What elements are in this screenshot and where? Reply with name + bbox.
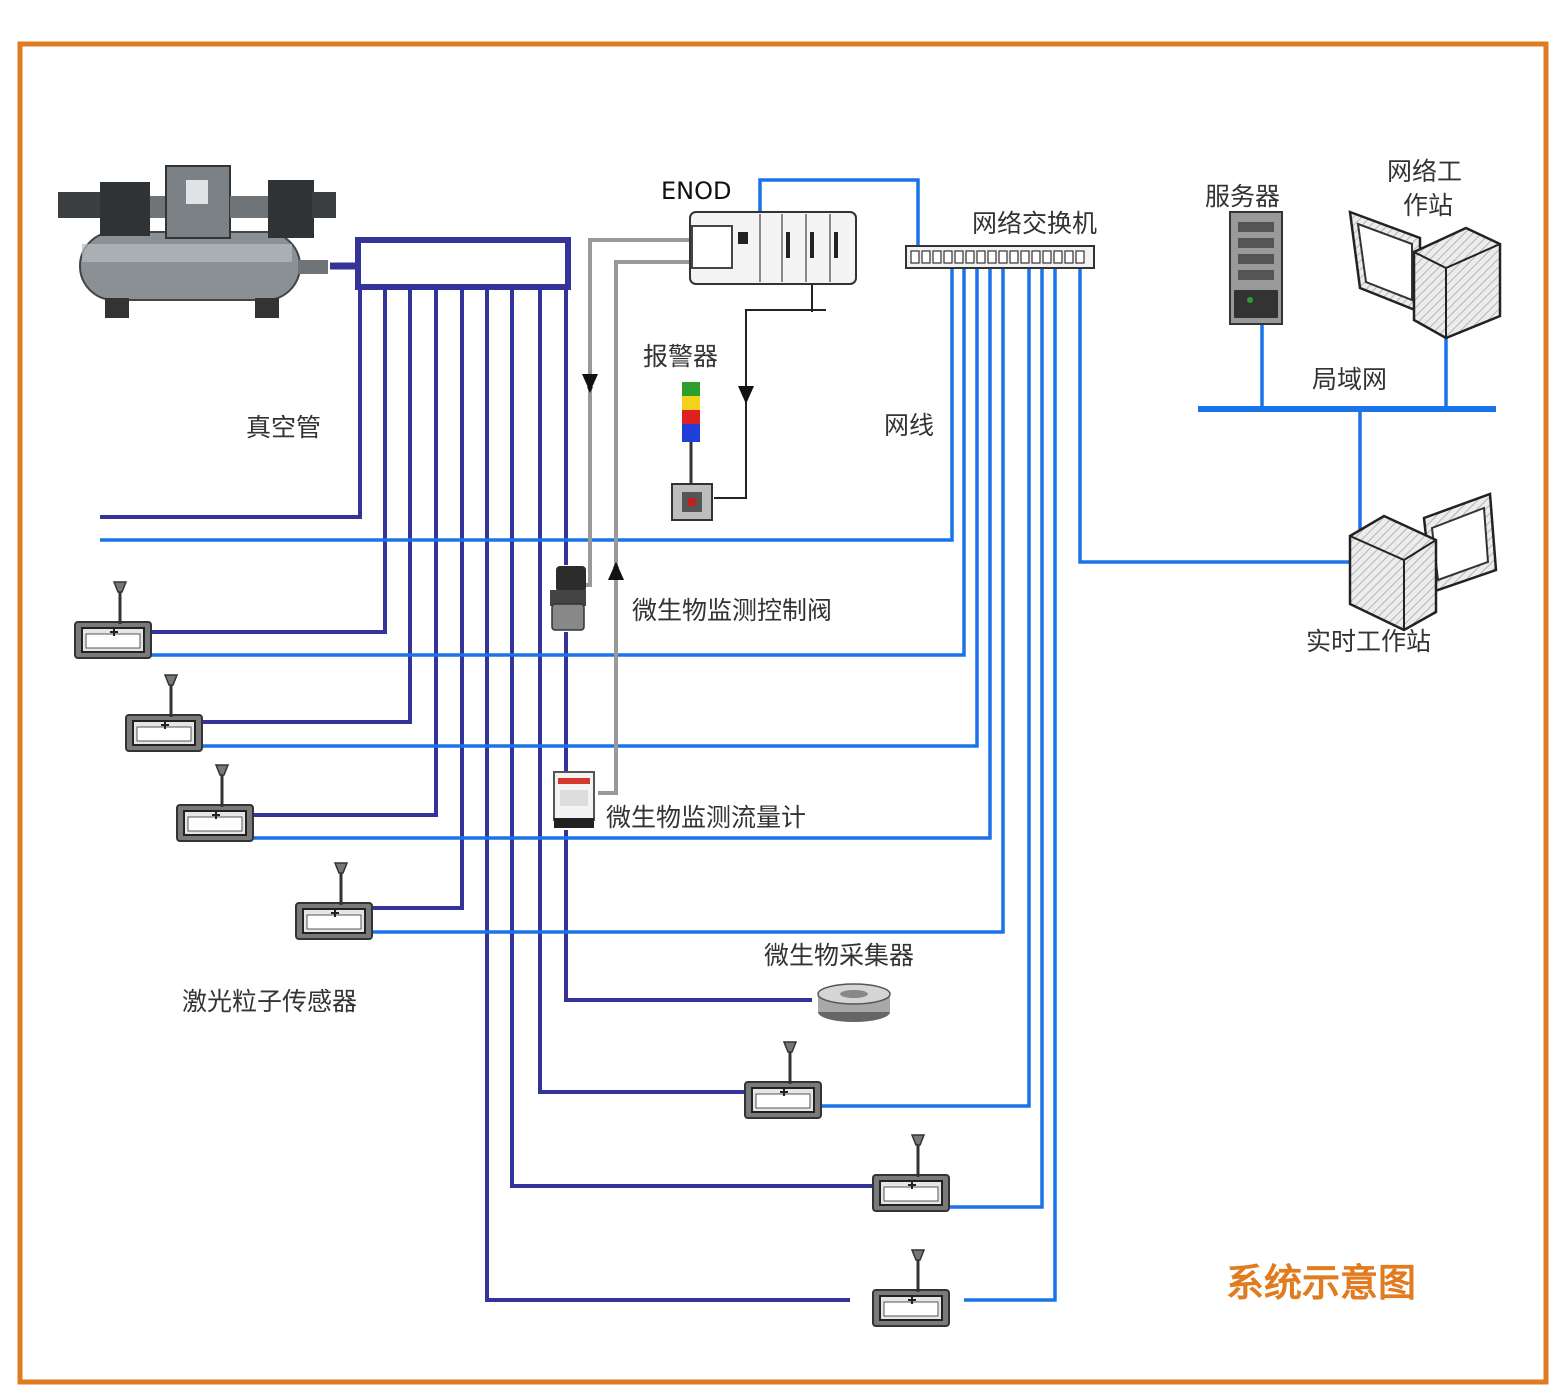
net-workstation-label-line1: 网络工 [1387,157,1462,186]
server-label: 服务器 [1205,182,1280,211]
switch-port [943,250,953,264]
switch-port [1064,250,1074,264]
switch-port [976,250,986,264]
laser-sensor-icon [74,580,153,660]
flow-meter-icon [553,771,595,828]
alarm-light-icon [682,382,700,484]
vacuum-lines [100,287,876,1302]
vacuum-tube-label: 真空管 [246,413,321,442]
network-lines [100,178,1496,1302]
realtime-workstation-label: 实时工作站 [1306,627,1431,656]
server-icon [1229,211,1283,325]
laser-sensor-icon [872,1133,951,1213]
switch-port [1075,250,1085,264]
plc-icon [689,211,857,285]
lan-label: 局域网 [1312,365,1387,394]
sampler-icon [817,983,891,1022]
laser-sensor-icon [176,763,255,843]
switch-port [1020,250,1030,264]
switch-port [1053,250,1063,264]
laser-sensor-icon [744,1040,823,1120]
laser-sensor-label: 激光粒子传感器 [182,987,357,1016]
control-valve-label: 微生物监测控制阀 [632,596,832,625]
switch-port [910,250,920,264]
switch-port [1031,250,1041,264]
flow-meter-label: 微生物监测流量计 [606,803,806,832]
alarm-label: 报警器 [643,342,718,371]
switch-port [998,250,1008,264]
manifold-icon [355,237,571,290]
net-cable-label: 网线 [884,411,934,440]
vacuum-pump-icon [58,165,336,318]
frame-border [17,41,1549,1385]
laser-sensor-icon [295,861,374,941]
enod-label: ENOD [661,177,732,205]
switch-port [1042,250,1052,264]
alarm-box-icon [671,483,713,521]
switch-port [987,250,997,264]
control-valve-icon [550,566,586,631]
switch-port [921,250,931,264]
switch-label: 网络交换机 [972,209,1097,238]
switch-port [932,250,942,264]
switch-port [1009,250,1019,264]
switch-icon [905,245,1095,269]
switch-port [965,250,975,264]
laser-sensor-icon [872,1248,951,1328]
switch-port [954,250,964,264]
workstation-icon [1348,492,1498,632]
net-workstation-label-line2: 作站 [1403,191,1453,220]
laser-sensor-icon [125,673,204,753]
workstation-icon [1348,210,1502,340]
diagram-title: 系统示意图 [1226,1261,1416,1305]
sampler-label: 微生物采集器 [764,941,914,970]
